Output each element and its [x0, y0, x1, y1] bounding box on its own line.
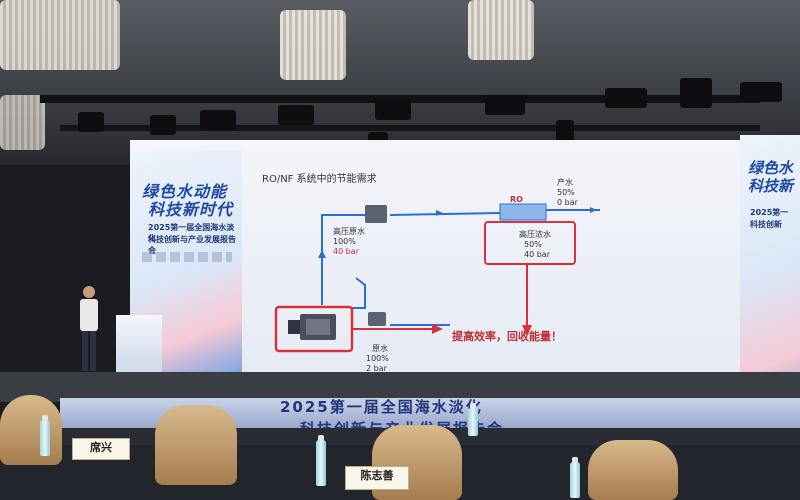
stage-light: [278, 105, 314, 125]
nameplate: 席兴: [72, 438, 130, 460]
product-name: 产水: [557, 178, 573, 187]
stage-light: [78, 112, 104, 132]
left-event-line-1: 2025第一届全国海水淡化: [148, 223, 235, 243]
stage-light: [605, 88, 647, 108]
chair: [155, 405, 237, 485]
right-event-line-1: 2025第一: [750, 208, 789, 217]
chair: [0, 395, 62, 465]
pipe-raw-feed: [352, 277, 366, 309]
chandelier-center: [280, 10, 346, 80]
raw-feed-name: 原水: [372, 344, 388, 353]
ceiling: [0, 0, 800, 165]
water-bottle: [468, 403, 478, 436]
right-headline-2: 科技新: [748, 177, 794, 195]
stage-banner-line-1: 2025第一届全国海水淡化: [280, 398, 483, 416]
water-bottle: [316, 435, 326, 486]
pipe-to-ro: [389, 212, 501, 216]
brine-highlight-box: [484, 221, 576, 265]
led-panel-right: 绿色水 科技新 2025第一 科技创新: [740, 135, 800, 415]
left-event-line-2: 科技创新与产业发展报告会: [148, 235, 236, 255]
stage: [0, 372, 800, 402]
ro-label: RO: [510, 195, 523, 204]
ro-membrane: [499, 203, 547, 221]
left-small-text: [142, 252, 232, 262]
meter-icon: [368, 312, 386, 326]
led-panel-left: 绿色水动能 科技新时代 2025第一届全国海水淡化 科技创新与产业发展报告会: [130, 150, 242, 372]
product-percent: 50%: [557, 188, 575, 197]
chandelier-left: [0, 0, 120, 70]
slide-slogan: 提高效率，回收能量！: [452, 330, 562, 343]
hp-brine-pressure: 40 bar: [524, 250, 550, 259]
hp-brine-percent: 50%: [524, 240, 542, 249]
podium: [116, 315, 162, 375]
arrow-right-icon: [436, 210, 443, 216]
left-headline-1: 绿色水动能: [142, 182, 228, 201]
chair: [588, 440, 678, 500]
lighting-truss: [40, 95, 760, 103]
slide-title: RO/NF 系统中的节能需求: [262, 174, 377, 185]
stage-light: [680, 78, 712, 108]
lighting-truss-lower: [60, 125, 760, 131]
arrow-down-icon: [522, 325, 532, 336]
raw-feed-pressure: 2 bar: [366, 364, 387, 373]
pump-icon: [288, 314, 336, 340]
pipe-hp-feed: [321, 214, 365, 305]
product-pressure: 0 bar: [557, 198, 578, 207]
stage-light: [375, 100, 411, 120]
meter-icon: [365, 205, 387, 223]
stage-light: [740, 82, 782, 102]
hp-feed-name: 高压原水: [333, 227, 365, 236]
stage-light: [200, 110, 236, 130]
raw-feed-percent: 100%: [366, 354, 389, 363]
water-bottle: [570, 457, 580, 498]
stage-light: [150, 115, 176, 135]
left-headline-2: 科技新时代: [148, 200, 234, 219]
hp-feed-percent: 100%: [333, 237, 356, 246]
nameplate: 陈志善: [345, 466, 409, 490]
chandelier-right: [468, 0, 534, 60]
stage-light: [485, 95, 525, 115]
right-headline-1: 绿色水: [748, 159, 794, 177]
hp-brine-name: 高压浓水: [519, 230, 551, 239]
speaker: [80, 286, 98, 371]
arrow-up-icon: [318, 250, 326, 258]
water-bottle: [40, 415, 50, 456]
chandelier-left-lower: [0, 95, 45, 150]
arrow-right-icon: [432, 324, 443, 334]
hp-feed-pressure: 40 bar: [333, 247, 359, 256]
arrow-right-icon: [590, 207, 597, 213]
right-event-line-2: 科技创新: [750, 220, 782, 229]
